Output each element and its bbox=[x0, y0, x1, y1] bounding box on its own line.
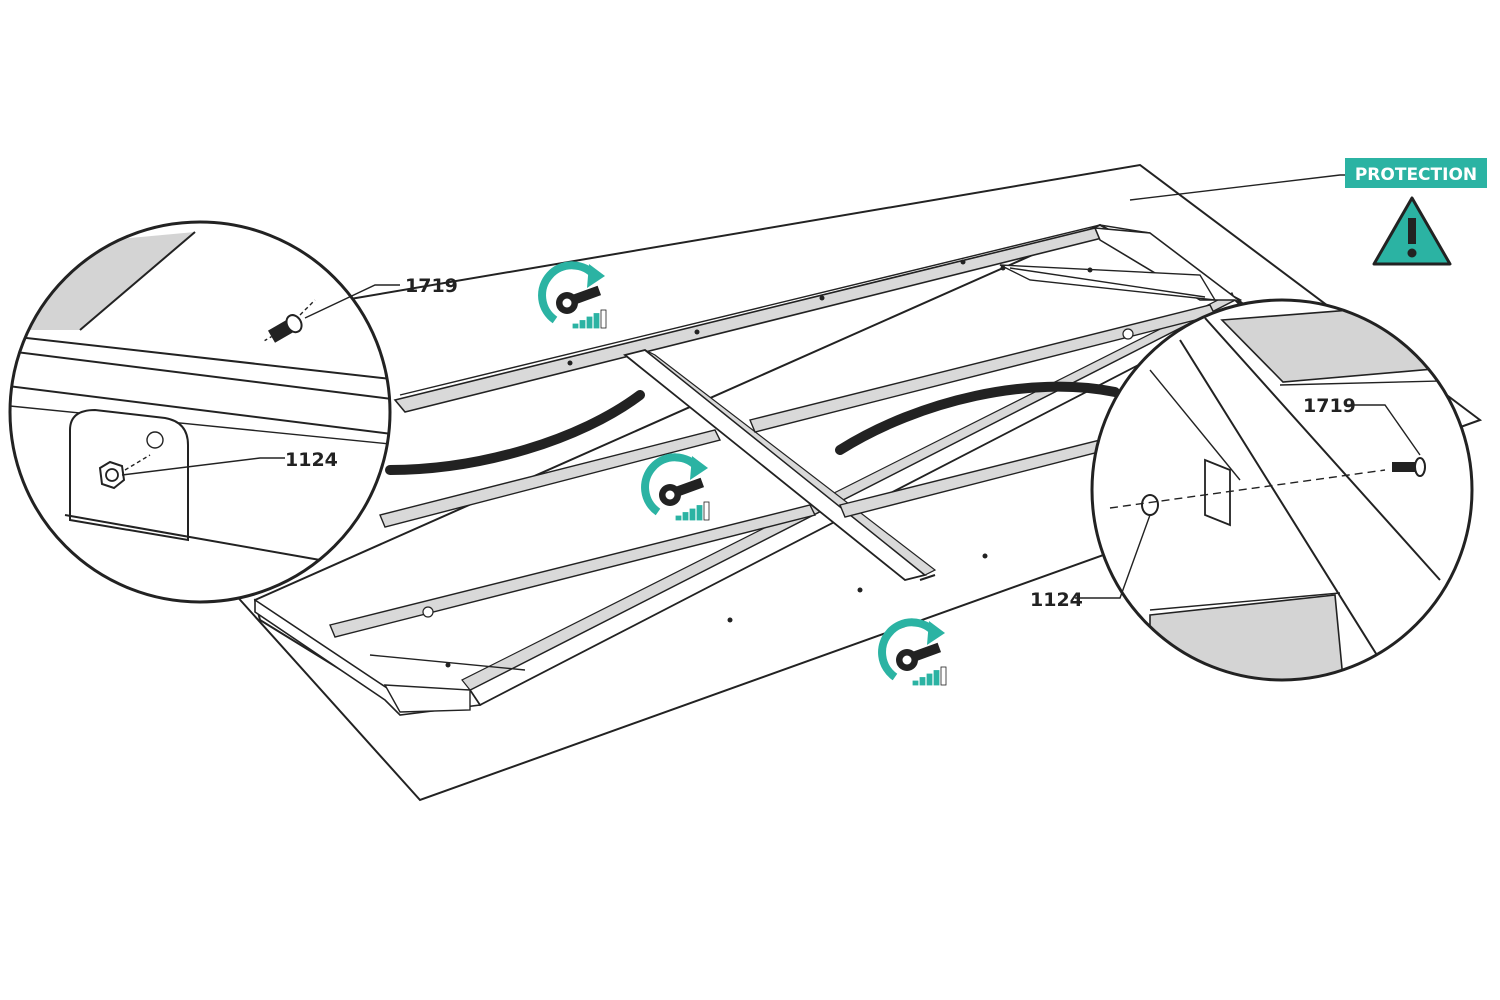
torque-level-bar bbox=[912, 680, 919, 686]
wrench-handle bbox=[911, 642, 942, 662]
detail-swoosh-right bbox=[835, 381, 1120, 455]
torque-level-bar bbox=[675, 515, 682, 521]
wrench-nut bbox=[902, 655, 912, 665]
detail-circle-right bbox=[1090, 298, 1474, 682]
torque-level-bar bbox=[593, 313, 600, 329]
rotate-arrow-arc bbox=[878, 618, 939, 681]
wrench-tighten-icon bbox=[878, 618, 947, 686]
warning-triangle-icon bbox=[1372, 196, 1452, 266]
torque-level-bar bbox=[682, 512, 689, 521]
protection-text: PROTECTION bbox=[1355, 165, 1477, 185]
table-frame bbox=[253, 223, 1247, 716]
rotate-arrow-arc bbox=[641, 453, 702, 516]
torque-level-bar bbox=[572, 323, 579, 329]
rail-bolt-holes bbox=[445, 259, 1093, 668]
wrench-tighten-icon bbox=[538, 261, 607, 329]
torque-level-bar bbox=[600, 309, 607, 329]
leader-left-1719 bbox=[304, 284, 400, 319]
torque-level-bar bbox=[689, 508, 696, 521]
detail-swoosh-left bbox=[385, 390, 645, 475]
part-label-left-1719: 1719 bbox=[405, 275, 458, 297]
torque-level-bar bbox=[579, 320, 586, 329]
leader-right-1124 bbox=[1075, 514, 1151, 599]
rotate-arrow-arc bbox=[538, 261, 599, 324]
torque-level-bar bbox=[696, 505, 703, 521]
leader-right-1719 bbox=[1345, 404, 1421, 456]
rotate-arrow-head bbox=[927, 621, 945, 645]
torque-level-bar bbox=[919, 677, 926, 686]
wrench-handle bbox=[571, 285, 602, 305]
detail-circle-left bbox=[8, 220, 392, 604]
protection-warning: PROTECTION bbox=[1345, 158, 1487, 266]
wrench-nut bbox=[562, 298, 572, 308]
torque-level-bar bbox=[703, 501, 710, 521]
protection-badge bbox=[1345, 158, 1487, 188]
part-label-left-1124: 1124 bbox=[285, 449, 338, 471]
torque-level-bar bbox=[586, 316, 593, 329]
torque-level-bar bbox=[933, 670, 940, 686]
part-label-right-1719: 1719 bbox=[1303, 395, 1356, 417]
part-label-right-1124: 1124 bbox=[1030, 589, 1083, 611]
wrench-nut bbox=[665, 490, 675, 500]
torque-level-bar bbox=[926, 673, 933, 686]
rotate-arrow-head bbox=[587, 264, 605, 288]
wrench-handle bbox=[674, 477, 705, 497]
wrench-tighten-icon bbox=[641, 453, 710, 521]
leader-left-1124 bbox=[121, 457, 285, 476]
rotate-arrow-head bbox=[690, 456, 708, 480]
torque-level-bar bbox=[940, 666, 947, 686]
